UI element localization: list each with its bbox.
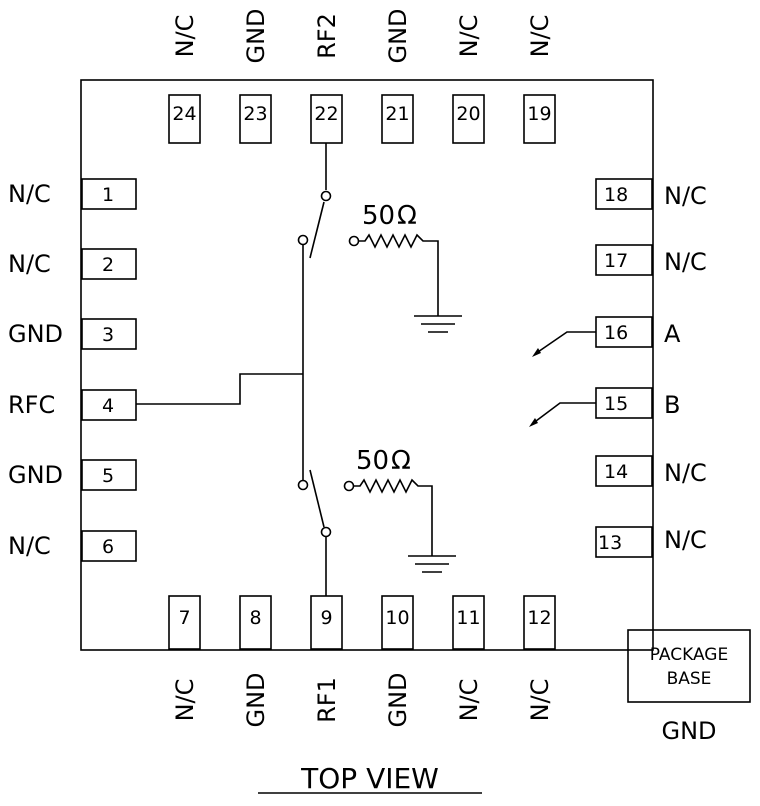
- upper-resistor-value: 50: [362, 201, 395, 231]
- pin-3-pad: [81, 318, 137, 350]
- pin-9-pad: [310, 595, 343, 650]
- pin-18-label: N/C: [664, 182, 707, 210]
- pin-2-pad: [81, 248, 137, 280]
- rf1-switch: [297, 469, 332, 596]
- pin-15-number: 15: [604, 393, 628, 415]
- pin-12-pad: [523, 595, 556, 650]
- pin-13-pad: [595, 526, 653, 558]
- pin-6-label: N/C: [8, 532, 51, 560]
- pin-8-number: 8: [249, 607, 261, 629]
- pin-4-number: 4: [102, 395, 114, 417]
- pin-5-label: GND: [8, 461, 63, 489]
- pin-8-pad: [239, 595, 272, 650]
- pin-19-pad: [523, 94, 556, 144]
- pin-24-number: 24: [172, 103, 196, 125]
- left-pin-row: 1 2 3 4 5 6 N/C N/C GND RFC GND N/C: [8, 178, 137, 562]
- upper-termination: [348, 233, 462, 333]
- pin-20-pad: [452, 94, 485, 144]
- pin-15-pad: [595, 387, 653, 419]
- lower-resistor-unit: Ω: [391, 446, 411, 476]
- lower-resistor-value: 50: [356, 446, 389, 476]
- view-title: TOP VIEW: [300, 762, 439, 795]
- pin-23-pad: [239, 94, 272, 144]
- pin-13-label: N/C: [664, 526, 707, 554]
- right-pin-row: 18 17 16 15 14 13 N/C N/C A B N/C N/C: [595, 178, 707, 558]
- pin-13-number: 13: [598, 532, 622, 554]
- pin-1-label: N/C: [8, 180, 51, 208]
- pin-4-label: RFC: [8, 391, 55, 419]
- pin-16-label: A: [664, 320, 681, 348]
- pin-17-pad: [595, 244, 653, 276]
- top-pin-row: 24 23 22 21 20 19 N/C GND RF2 GND N/C N/…: [168, 8, 556, 144]
- pin-18-pad: [595, 178, 653, 210]
- pin-6-pad: [81, 530, 137, 562]
- control-arrow-b: [529, 402, 596, 427]
- pin-14-pad: [595, 455, 653, 487]
- pin-14-number: 14: [604, 461, 628, 483]
- pin-20-number: 20: [456, 103, 480, 125]
- pin-19-label: N/C: [526, 15, 554, 58]
- pin-10-label: GND: [384, 672, 412, 727]
- pin-21-label: GND: [384, 8, 412, 63]
- pin-15-label: B: [664, 391, 680, 419]
- lower-termination: [343, 478, 456, 573]
- pin-3-label: GND: [8, 320, 63, 348]
- rfc-trace: [136, 373, 303, 405]
- pin-7-label: N/C: [171, 679, 199, 722]
- pin-2-label: N/C: [8, 250, 51, 278]
- pin-24-pad: [168, 94, 201, 144]
- pin-3-number: 3: [102, 324, 114, 346]
- pin-6-number: 6: [102, 536, 114, 558]
- pin-22-label: RF2: [313, 13, 341, 59]
- pin-1-pad: [81, 178, 137, 210]
- pin-23-label: GND: [242, 8, 270, 63]
- pin-2-number: 2: [102, 254, 114, 276]
- pin-5-number: 5: [102, 465, 114, 487]
- package-base-gnd-label: GND: [661, 717, 716, 745]
- pin-24-label: N/C: [171, 15, 199, 58]
- pin-16-number: 16: [604, 322, 628, 344]
- upper-resistor-unit: Ω: [397, 201, 417, 231]
- package-base-box: [627, 629, 751, 703]
- pin-8-label: GND: [242, 672, 270, 727]
- pin-10-pad: [381, 595, 414, 650]
- pin-21-number: 21: [385, 103, 409, 125]
- package-base-line2: BASE: [667, 669, 712, 689]
- pin-7-pad: [168, 595, 201, 650]
- pin-9-label: RF1: [313, 677, 341, 723]
- pin-11-number: 11: [456, 607, 480, 629]
- pin-12-number: 12: [527, 607, 551, 629]
- pin-22-number: 22: [314, 103, 338, 125]
- pin-17-number: 17: [604, 250, 628, 272]
- pin-7-number: 7: [178, 607, 190, 629]
- pin-14-label: N/C: [664, 459, 707, 487]
- pin-11-pad: [452, 595, 485, 650]
- pin-20-label: N/C: [455, 15, 483, 58]
- pin-10-number: 10: [385, 607, 409, 629]
- pin-12-label: N/C: [526, 679, 554, 722]
- pin-5-pad: [81, 459, 137, 491]
- package-outline: [80, 79, 654, 651]
- pin-21-pad: [381, 94, 414, 144]
- pin-17-label: N/C: [664, 248, 707, 276]
- pin-11-label: N/C: [455, 679, 483, 722]
- pin-9-number: 9: [320, 607, 332, 629]
- pin-1-number: 1: [102, 184, 114, 206]
- pin-19-number: 19: [527, 103, 551, 125]
- pin-4-pad: [81, 389, 137, 421]
- package-base-line1: PACKAGE: [650, 645, 728, 665]
- bottom-pin-row: 7 8 9 10 11 12 N/C GND RF1 GND N/C N/C: [168, 595, 556, 728]
- pin-23-number: 23: [243, 103, 267, 125]
- rf2-switch: [297, 143, 332, 259]
- control-arrow-a: [532, 331, 596, 357]
- pin-18-number: 18: [604, 184, 628, 206]
